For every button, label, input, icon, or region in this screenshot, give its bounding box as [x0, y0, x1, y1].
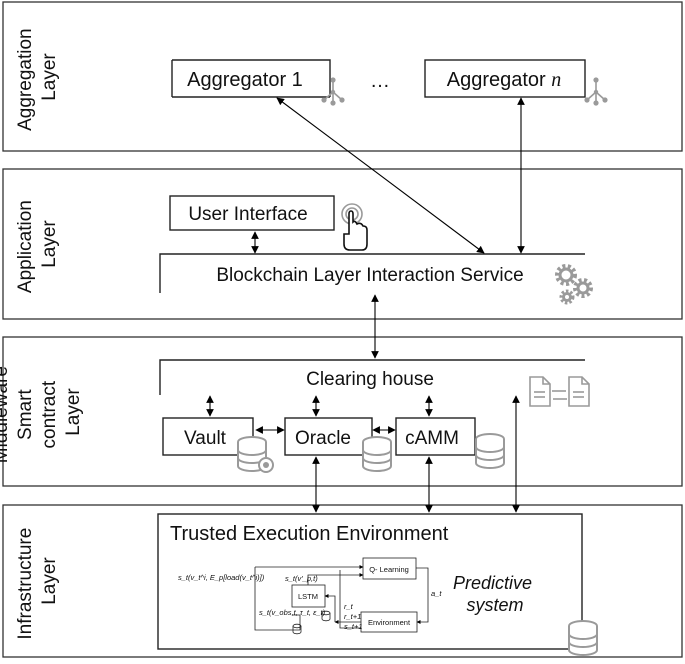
user-interface-label: User Interface	[188, 204, 307, 225]
clearing-house-label: Clearing house	[306, 369, 434, 390]
state-prediction-label: s_t(v'_p,t)	[285, 574, 318, 583]
touch-hand-icon	[341, 203, 368, 251]
application-layer-frame	[2, 168, 683, 320]
predictive-system-diagram	[254, 557, 429, 635]
aggregator-ellipsis: …	[370, 70, 390, 92]
camm-database-icon	[475, 433, 505, 469]
vault-label: Vault	[184, 428, 227, 449]
interaction-service-label: Blockchain Layer Interaction Service	[216, 265, 523, 286]
vault-database-icon	[237, 436, 274, 473]
middleware-layer-frame	[2, 336, 683, 487]
infrastructure-layer-frame	[2, 504, 683, 658]
tee-box: Trusted Execution Environment	[157, 513, 583, 650]
connector-arrows	[206, 97, 525, 513]
document-exchange-icon	[529, 376, 590, 407]
oracle-label: Oracle	[295, 428, 351, 449]
user-interface-box: User Interface	[169, 195, 335, 231]
aggregator-n-box: Aggregator n	[424, 59, 586, 98]
state-observation-label: s_t(v_obs,t, τ_t, ε_t)	[259, 608, 326, 617]
state-expectation-label: s_t(v_t^i, E_p[load(v_t^i)])	[178, 573, 265, 582]
aggregation-layer-label: Aggregation Layer	[15, 23, 60, 131]
environment-label: Environment	[368, 618, 411, 627]
aggregation-layer-frame	[2, 1, 683, 152]
lstm-label: LSTM	[298, 592, 318, 601]
interaction-service-box: Blockchain Layer Interaction Service	[159, 253, 585, 293]
state-t1-label: s_t+1	[344, 622, 363, 631]
tee-title: Trusted Execution Environment	[170, 523, 449, 545]
clearing-house-box: Clearing house	[159, 359, 585, 395]
camm-label: cAMM	[405, 428, 459, 449]
infrastructure-layer-label: Infrastructure Layer	[15, 522, 60, 639]
reward-t-label: r_t	[344, 602, 354, 611]
predictive-system-label: Predictive system	[453, 573, 537, 615]
oracle-database-icon	[362, 436, 392, 472]
aggregator-n-icon	[583, 76, 609, 107]
q-learning-label: Q- Learning	[369, 565, 409, 574]
reward-t1-label: r_t+1	[344, 612, 361, 621]
action-label: a_t	[431, 589, 442, 598]
aggregator-n-label: Aggregator n	[447, 69, 562, 91]
camm-box: cAMM	[395, 417, 476, 456]
aggregator-1-box: Aggregator 1	[171, 59, 331, 98]
gears-icon	[555, 264, 593, 305]
aggregator-1-label: Aggregator 1	[187, 69, 303, 91]
oracle-box: Oracle	[284, 417, 373, 456]
arrow-aggregator1-service	[276, 97, 485, 254]
infrastructure-database-icon	[568, 620, 598, 656]
aggregator-1-icon	[320, 76, 346, 107]
middleware-layer-label: Middleware Smart contract Layer	[0, 361, 84, 463]
application-layer-label: Application Layer	[15, 195, 60, 293]
